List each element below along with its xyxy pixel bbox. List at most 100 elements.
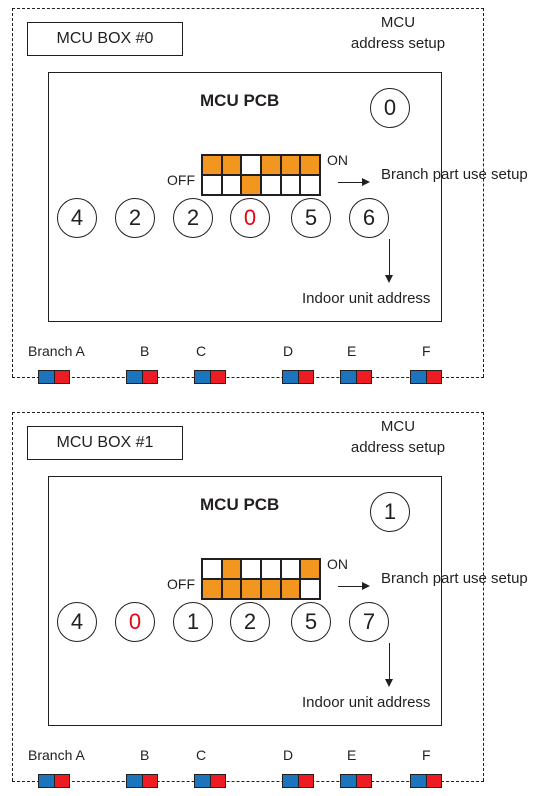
pipe-red-port — [210, 775, 225, 787]
indoor-address-digit: 2 — [173, 198, 213, 238]
mcu-address-label-line1: MCU — [380, 418, 416, 435]
mcu-box-outline — [12, 412, 484, 781]
pipe-red-port — [426, 775, 441, 787]
branch-label: C — [196, 343, 207, 359]
branch-pipe-connector — [410, 774, 442, 788]
dip-switch-cell[interactable] — [241, 579, 261, 599]
branch-label: E — [347, 747, 357, 763]
branch-pipe-connector — [410, 370, 442, 384]
pipe-red-port — [356, 775, 371, 787]
dip-switch-cell[interactable] — [221, 579, 242, 599]
indoor-address-digit: 2 — [230, 602, 270, 642]
indoor-address-digit: 0 — [115, 602, 155, 642]
mcu-box-bottom-line — [12, 377, 484, 378]
pipe-blue-port — [195, 371, 211, 383]
pipe-blue-port — [283, 371, 299, 383]
branch-setup-label: Branch part use setup — [381, 166, 528, 183]
indoor-unit-address-label: Indoor unit address — [302, 694, 431, 711]
dip-switch-cell[interactable] — [241, 155, 261, 175]
dip-off-label: OFF — [167, 172, 195, 188]
branch-pipe-connector — [340, 370, 372, 384]
mcu-address-setup-label: MCU address setup — [328, 12, 468, 54]
branch-pipe-connector — [194, 774, 226, 788]
branch-pipe-connector — [38, 774, 70, 788]
mcu-pcb-board — [48, 72, 442, 322]
dip-switch-cell[interactable] — [202, 155, 222, 175]
branch-label: B — [140, 343, 150, 359]
mcu-address-label-line2: address setup — [350, 439, 446, 456]
mcu-box-outline — [12, 8, 484, 377]
dip-switch[interactable] — [201, 558, 321, 600]
branch-pipe-connector — [194, 370, 226, 384]
pipe-blue-port — [39, 775, 55, 787]
pipe-red-port — [210, 371, 225, 383]
indoor-address-digit: 4 — [57, 602, 97, 642]
dip-switch-cell[interactable] — [280, 175, 301, 195]
right-arrow-icon — [338, 582, 370, 590]
down-arrow-icon — [385, 643, 393, 687]
pipe-blue-port — [127, 371, 143, 383]
mcu-address-label-line1: MCU — [380, 14, 416, 31]
dip-switch-cell[interactable] — [202, 559, 222, 579]
pipe-blue-port — [411, 371, 427, 383]
dip-switch-cell[interactable] — [260, 559, 281, 579]
dip-switch[interactable] — [201, 154, 321, 196]
indoor-address-digit: 5 — [291, 198, 331, 238]
mcu-address-label-line2: address setup — [350, 35, 446, 52]
dip-switch-cell[interactable] — [300, 559, 320, 579]
pipe-red-port — [298, 775, 313, 787]
pcb-title: MCU PCB — [200, 91, 280, 110]
pipe-red-port — [426, 371, 441, 383]
indoor-address-digit: 2 — [115, 198, 155, 238]
branch-pipe-connector — [38, 370, 70, 384]
dip-switch-cell[interactable] — [241, 175, 261, 195]
dip-switch-cell[interactable] — [260, 155, 281, 175]
indoor-address-digit: 7 — [349, 602, 389, 642]
dip-on-label: ON — [327, 556, 348, 572]
dip-switch-cell[interactable] — [300, 155, 320, 175]
mcu-box-label: MCU BOX #1 — [27, 426, 183, 460]
dip-switch-cell[interactable] — [280, 155, 301, 175]
pipe-red-port — [356, 371, 371, 383]
dip-switch-cell[interactable] — [280, 559, 301, 579]
indoor-address-digit: 6 — [349, 198, 389, 238]
dip-switch-cell[interactable] — [260, 175, 281, 195]
down-arrow-icon — [385, 239, 393, 283]
pipe-blue-port — [283, 775, 299, 787]
dip-switch-cell[interactable] — [300, 579, 320, 599]
indoor-address-digit: 5 — [291, 602, 331, 642]
pipe-blue-port — [411, 775, 427, 787]
branch-label: B — [140, 747, 150, 763]
mcu-box-label: MCU BOX #0 — [27, 22, 183, 56]
pipe-red-port — [54, 371, 69, 383]
dip-switch-cell[interactable] — [202, 175, 222, 195]
branch-label: E — [347, 343, 357, 359]
dip-switch-cell[interactable] — [260, 579, 281, 599]
dip-switch-cell[interactable] — [202, 579, 222, 599]
pipe-red-port — [142, 371, 157, 383]
dip-switch-cell[interactable] — [241, 559, 261, 579]
pipe-red-port — [54, 775, 69, 787]
branch-pipe-connector — [282, 774, 314, 788]
dip-off-label: OFF — [167, 576, 195, 592]
dip-switch-cell[interactable] — [221, 175, 242, 195]
branch-label: D — [283, 747, 294, 763]
branch-pipe-connector — [126, 774, 158, 788]
mcu-address-setup-label: MCU address setup — [328, 416, 468, 458]
right-arrow-icon — [338, 178, 370, 186]
pipe-red-port — [298, 371, 313, 383]
branch-label: D — [283, 343, 294, 359]
branch-label: Branch A — [28, 747, 85, 763]
pcb-title: MCU PCB — [200, 495, 280, 514]
indoor-unit-address-label: Indoor unit address — [302, 290, 431, 307]
dip-switch-cell[interactable] — [221, 559, 242, 579]
indoor-address-digit: 1 — [173, 602, 213, 642]
dip-switch-cell[interactable] — [300, 175, 320, 195]
pipe-blue-port — [341, 775, 357, 787]
pipe-blue-port — [341, 371, 357, 383]
branch-pipe-connector — [340, 774, 372, 788]
branch-pipe-connector — [126, 370, 158, 384]
mcu-address-digit: 1 — [370, 492, 410, 532]
dip-switch-cell[interactable] — [221, 155, 242, 175]
dip-switch-cell[interactable] — [280, 579, 301, 599]
